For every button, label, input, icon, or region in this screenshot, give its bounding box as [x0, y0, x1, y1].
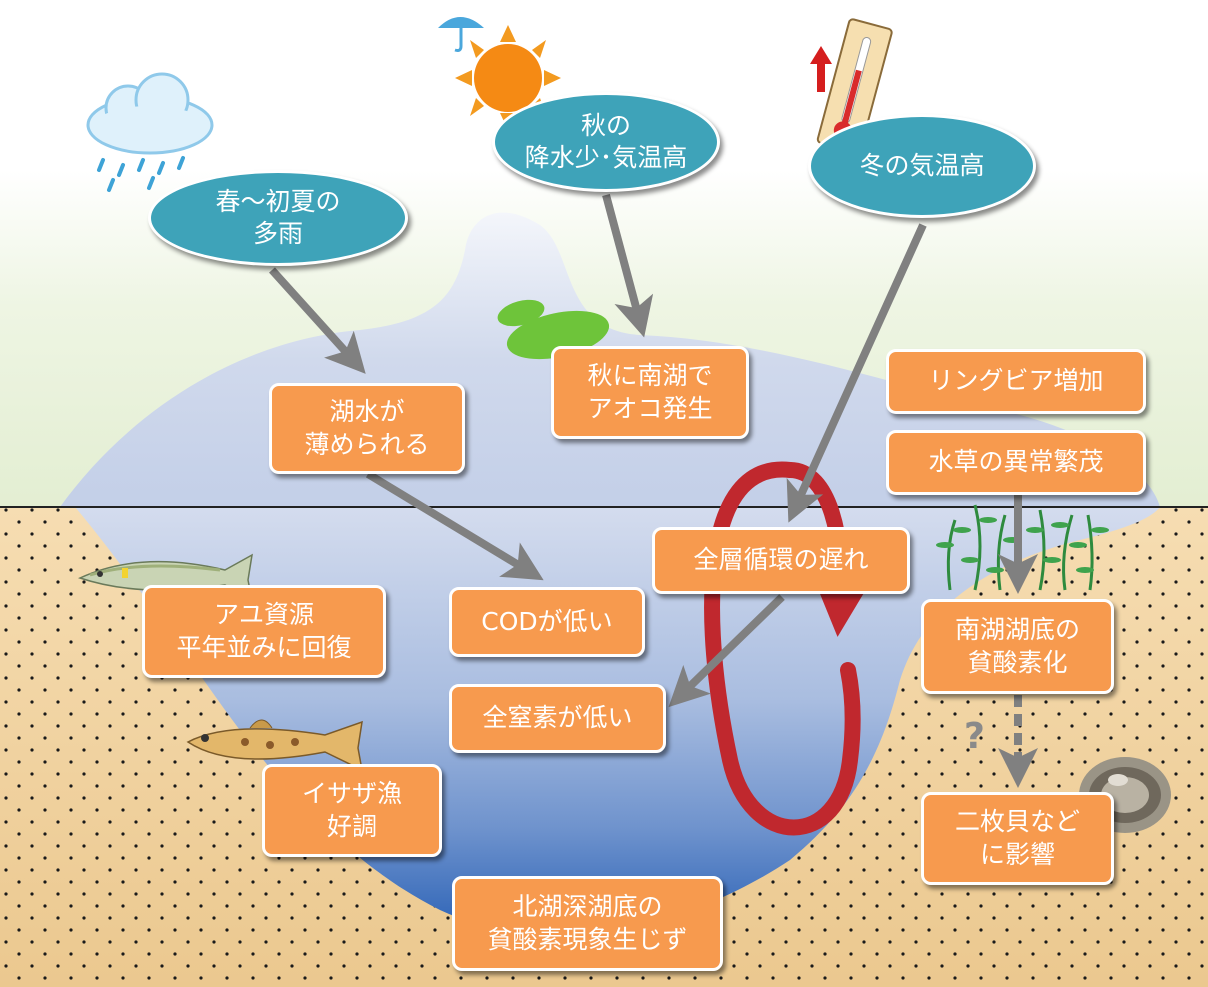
box-line: 好調	[326, 811, 377, 841]
box-line: 平年並みに回復	[176, 632, 352, 662]
box-line: 湖水が	[329, 397, 405, 426]
arrow-winter-to-circulation	[786, 223, 927, 523]
oval-line: 多雨	[252, 219, 303, 248]
box-line: 秋に南湖で	[587, 361, 713, 390]
umbrella-icon	[438, 17, 484, 52]
box-cod-low: CODが低い	[449, 587, 645, 657]
box-line: アオコ発生	[587, 393, 713, 423]
box-line: に影響	[979, 839, 1055, 869]
box-line: 北湖深湖底の	[512, 892, 663, 921]
box-ayu-recovery: アユ資源 平年並みに回復	[142, 585, 386, 678]
box-north-lake-no-anoxia: 北湖深湖底の 貧酸素現象生じず	[452, 876, 723, 971]
weather-spring-rain: 春～初夏の 多雨	[148, 170, 408, 266]
weather-winter-warm: 冬の気温高	[808, 114, 1036, 218]
arrow-rain-to-dilution	[269, 267, 366, 374]
box-nitrogen-low: 全窒素が低い	[449, 684, 666, 753]
box-isaza-good-catch: イサザ漁 好調	[262, 764, 442, 857]
box-line: リングビア増加	[928, 366, 1104, 396]
oval-line: 降水少･気温高	[524, 143, 688, 172]
algae-blob-small	[497, 299, 545, 327]
box-line: イサザ漁	[301, 779, 402, 808]
arrow-autumn-to-aoko	[602, 193, 654, 338]
question-mark: ?	[964, 716, 985, 757]
box-line: 貧酸素現象生じず	[487, 924, 688, 954]
box-lyngbya-increase: リングビア増加	[886, 349, 1146, 414]
rain-cloud-icon	[86, 72, 214, 192]
box-lake-diluted: 湖水が 薄められる	[269, 383, 465, 474]
arrow-circulation-to-nitrogen	[668, 594, 785, 708]
box-line: 全窒素が低い	[482, 703, 633, 733]
oval-line: 秋の	[580, 110, 631, 140]
oval-line: 春～初夏の	[215, 186, 341, 216]
oval-line: 冬の気温高	[859, 150, 985, 180]
box-circulation-delay: 全層循環の遅れ	[652, 527, 910, 594]
box-bivalve-impact: 二枚貝など に影響	[921, 792, 1114, 885]
box-line: 二枚貝など	[954, 807, 1080, 836]
box-south-lake-anoxia: 南湖湖底の 貧酸素化	[921, 599, 1114, 694]
box-line: 貧酸素化	[967, 647, 1068, 677]
box-aoko-outbreak: 秋に南湖で アオコ発生	[551, 346, 749, 439]
weather-autumn-dry-hot: 秋の 降水少･気温高	[492, 92, 720, 192]
box-weed-overgrowth: 水草の異常繁茂	[886, 430, 1146, 495]
temperature-up-arrow-icon	[810, 46, 832, 92]
box-line: アユ資源	[213, 600, 314, 629]
box-line: 薄められる	[304, 429, 430, 459]
arrow-dilution-to-cod	[365, 470, 544, 581]
ayu-fish-icon	[77, 553, 254, 602]
box-line: 全層循環の遅れ	[693, 545, 869, 575]
box-line: 南湖湖底の	[954, 615, 1080, 644]
box-line: CODが低い	[481, 606, 613, 636]
isaza-fish-icon	[186, 719, 364, 772]
box-line: 水草の異常繁茂	[928, 447, 1104, 477]
